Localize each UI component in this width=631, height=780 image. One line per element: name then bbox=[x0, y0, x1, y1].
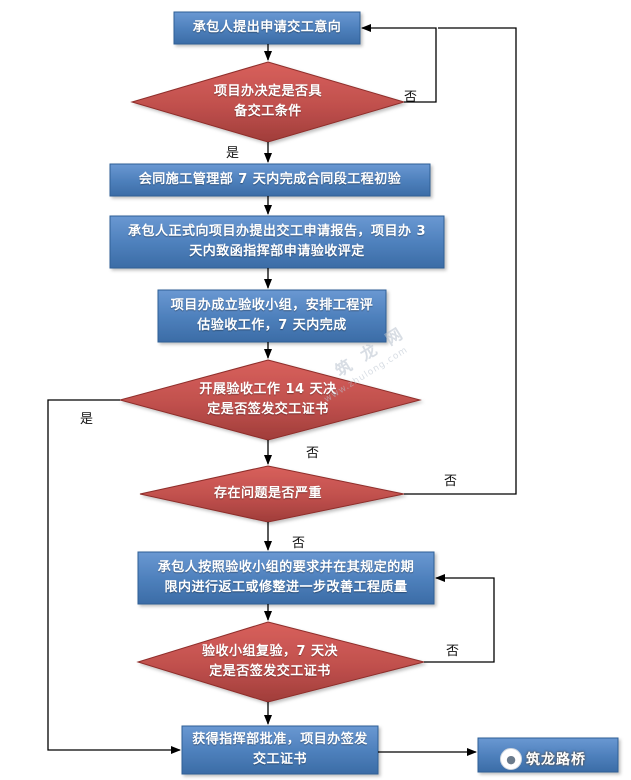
step-1-text: 承包人提出申请交工意向 bbox=[192, 20, 342, 35]
decision-4-text: 验收小组复验，7 天决 定是否签发交工证书 bbox=[201, 644, 339, 679]
step-6-text: 获得指挥部批准，项目办签发 交工证书 bbox=[192, 732, 368, 767]
label-d2-yes: 是 bbox=[80, 412, 94, 427]
path-d2-yes bbox=[47, 399, 181, 754]
label-d3-no-down: 否 bbox=[292, 536, 306, 551]
step-box-4 bbox=[157, 289, 387, 343]
loop-d4-no bbox=[424, 574, 495, 663]
decision-1-text: 项目办决定是否具 备交工条件 bbox=[213, 84, 322, 119]
wechat-icon: ● bbox=[500, 748, 522, 770]
step-box-3 bbox=[109, 215, 445, 269]
step-box-5 bbox=[137, 551, 435, 605]
decision-3-text: 存在问题是否严重 bbox=[213, 486, 322, 501]
label-d1-yes: 是 bbox=[226, 146, 240, 161]
step-box-2 bbox=[109, 163, 431, 197]
label-d1-no: 否 bbox=[404, 90, 418, 105]
step-3-text: 承包人正式向项目办提出交工申请报告，项目办 3 天内致函指挥部申请验收评定 bbox=[127, 224, 427, 259]
step-box-1 bbox=[173, 11, 361, 45]
label-d4-no: 否 bbox=[446, 644, 460, 659]
step-2-text: 会同施工管理部 7 天内完成合同段工程初验 bbox=[138, 172, 402, 187]
step-box-6 bbox=[181, 725, 379, 775]
decision-2-text: 开展验收工作 14 天决 定是否签发交工证书 bbox=[199, 382, 337, 417]
label-d3-no-top: 否 bbox=[444, 474, 458, 489]
step-4-text: 项目办成立验收小组，安排工程评 估验收工作，7 天内完成 bbox=[170, 298, 374, 333]
step-5-text: 承包人按照验收小组的要求并在其规定的期 限内进行返工或修整进一步改善工程质量 bbox=[157, 560, 415, 595]
brand-badge: ● 筑龙路桥 bbox=[500, 746, 628, 772]
label-d2-no: 否 bbox=[306, 446, 320, 461]
loop-d1-no bbox=[361, 24, 437, 103]
brand-name: 筑龙路桥 bbox=[526, 752, 586, 768]
loop-d3-no bbox=[404, 27, 517, 495]
